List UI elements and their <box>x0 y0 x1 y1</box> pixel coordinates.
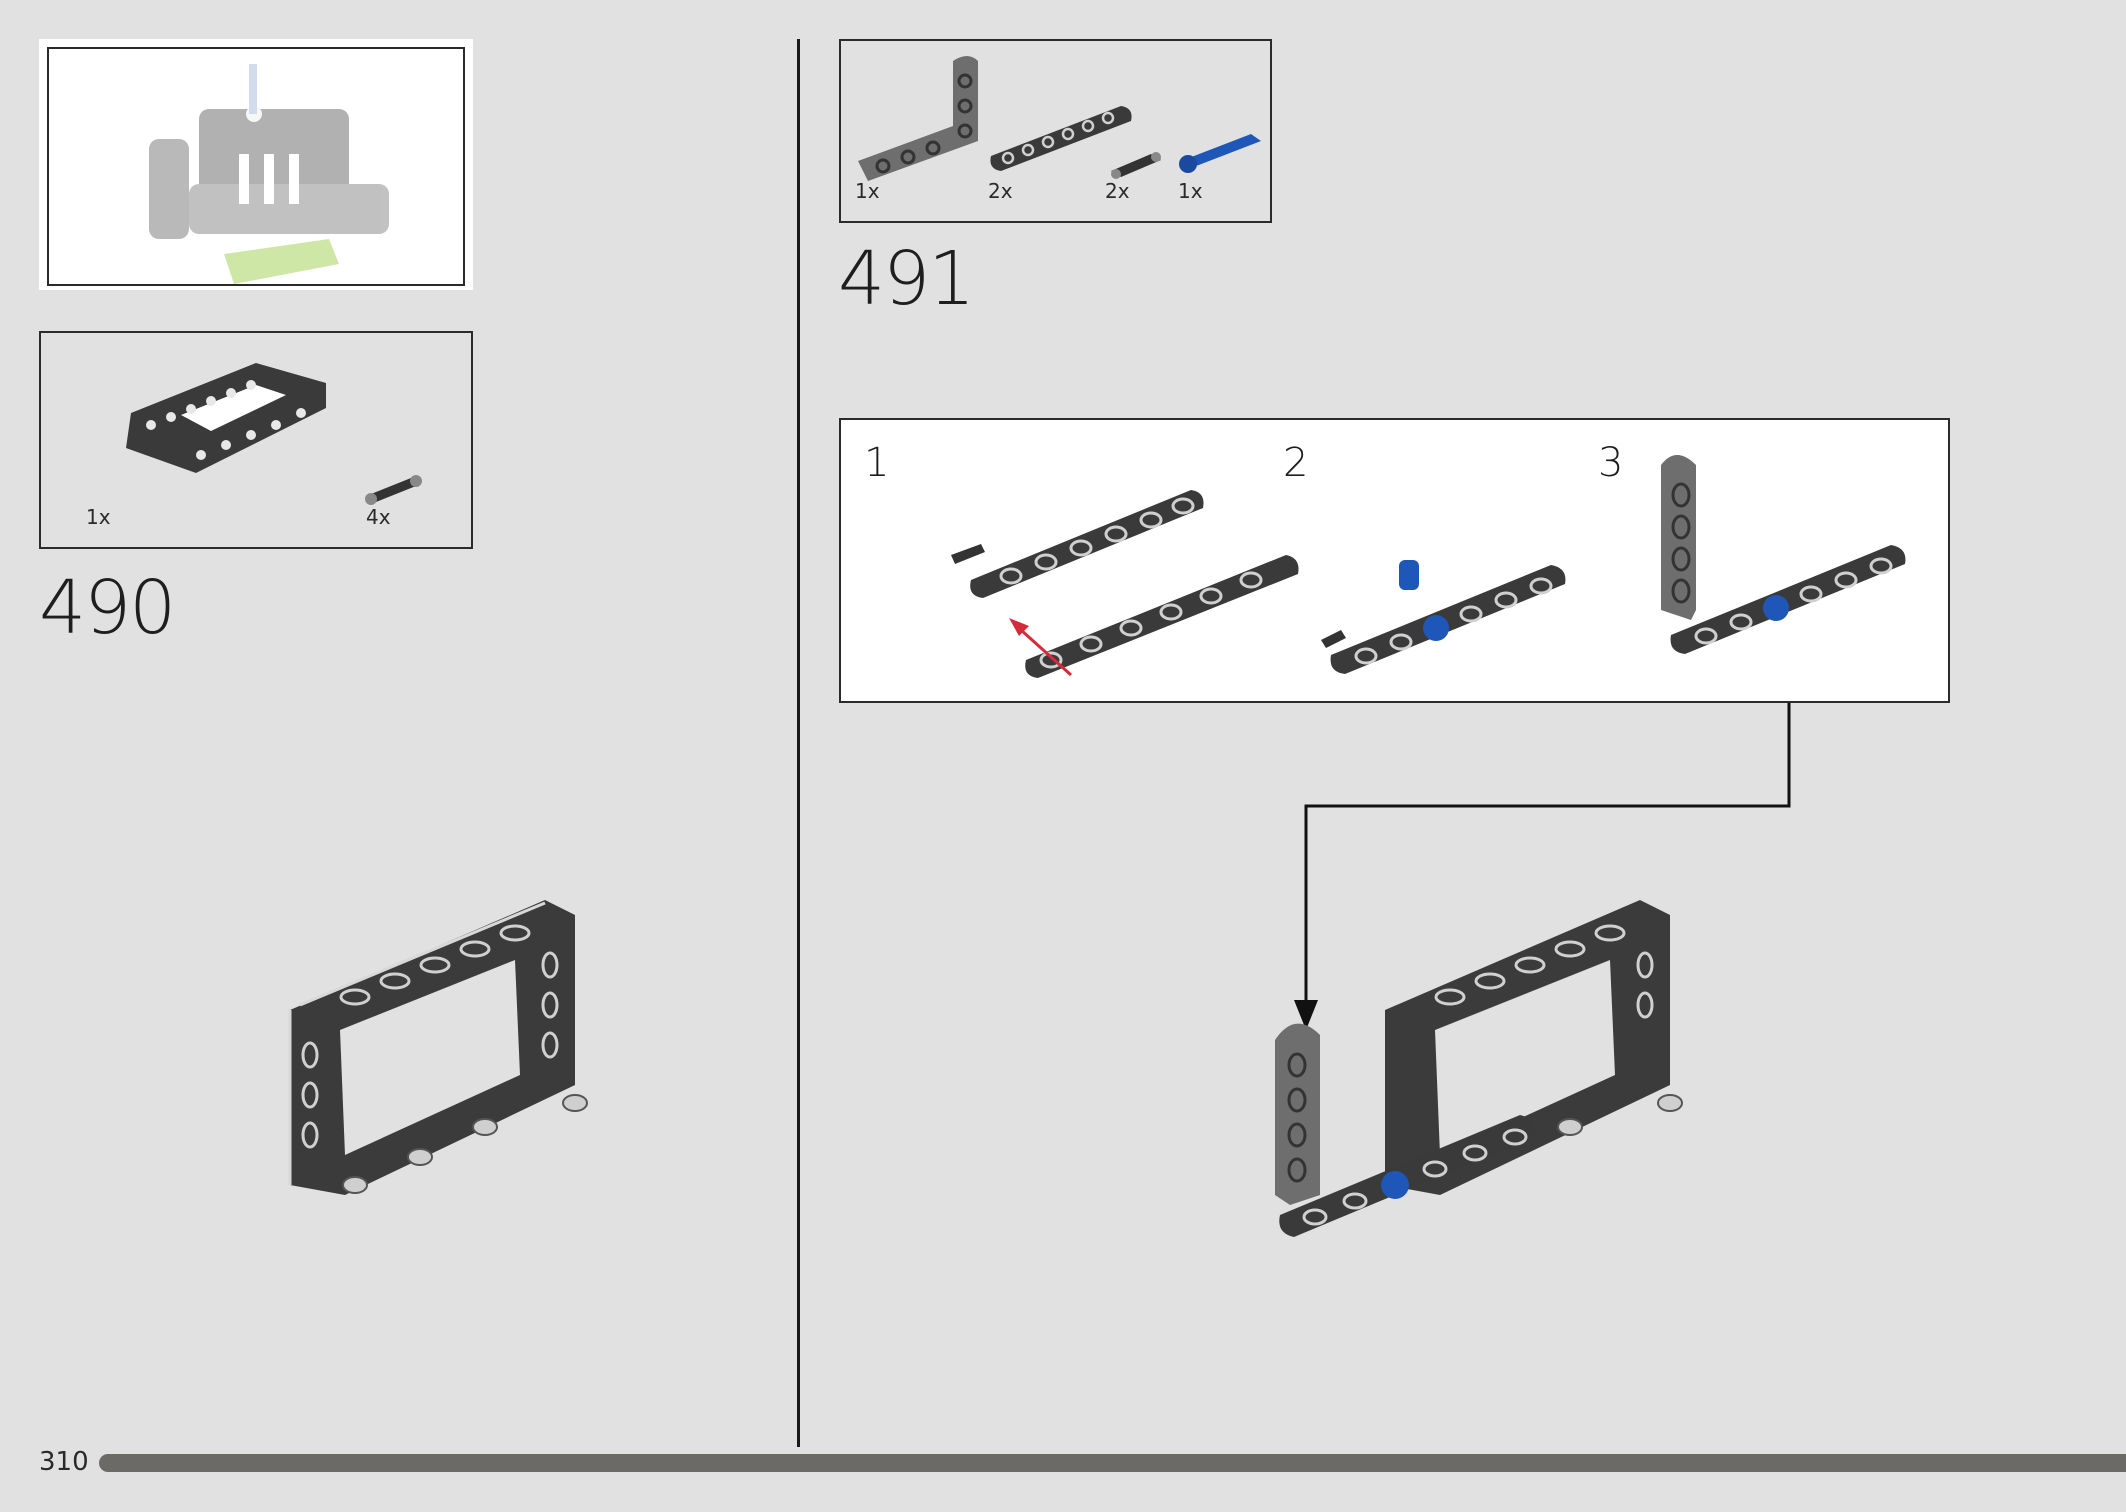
page-number: 310 <box>39 1447 89 1477</box>
step-491-qty-pin: 2x <box>1105 179 1130 203</box>
step-490-qty-frame: 1x <box>86 505 111 529</box>
pin-black-icon-491 <box>1111 152 1161 179</box>
substep-2-number: 2 <box>1283 440 1309 486</box>
model-preview-image <box>149 64 389 284</box>
step-490-qty-pin: 4x <box>366 505 391 529</box>
progress-bar <box>99 1454 2126 1472</box>
step-490-number: 490 <box>39 565 176 651</box>
pin-black-icon <box>365 475 422 505</box>
substep-2-image <box>1321 560 1566 674</box>
step-491-assembly-image <box>1275 900 1683 1237</box>
step-491-parts-box: 1x 2x 2x 1x <box>839 39 1272 223</box>
beam-7-icon <box>990 106 1132 171</box>
model-preview-box <box>39 39 473 290</box>
step-491-number: 491 <box>838 236 975 322</box>
substep-connector-arrow <box>1294 703 1791 1030</box>
substep-3-number: 3 <box>1598 440 1624 486</box>
model-preview-frame <box>47 47 465 286</box>
step-490-assembly-image <box>288 900 588 1195</box>
step-490-parts-box: 1x 4x <box>39 331 473 549</box>
l-beam-icon <box>858 56 978 181</box>
substep-3-image <box>1661 455 1906 654</box>
step-491-qty-beam: 2x <box>988 179 1013 203</box>
axle-pin-blue-icon <box>1179 134 1261 173</box>
substep-1-number: 1 <box>864 440 890 486</box>
page-divider <box>797 39 800 1447</box>
step-491-qty-l-beam: 1x <box>855 179 880 203</box>
step-491-qty-axle-pin: 1x <box>1178 179 1203 203</box>
frame-5x7-icon <box>126 363 326 473</box>
step-491-subassembly-box: 1 2 3 <box>839 418 1950 703</box>
substep-1-image <box>951 490 1299 678</box>
